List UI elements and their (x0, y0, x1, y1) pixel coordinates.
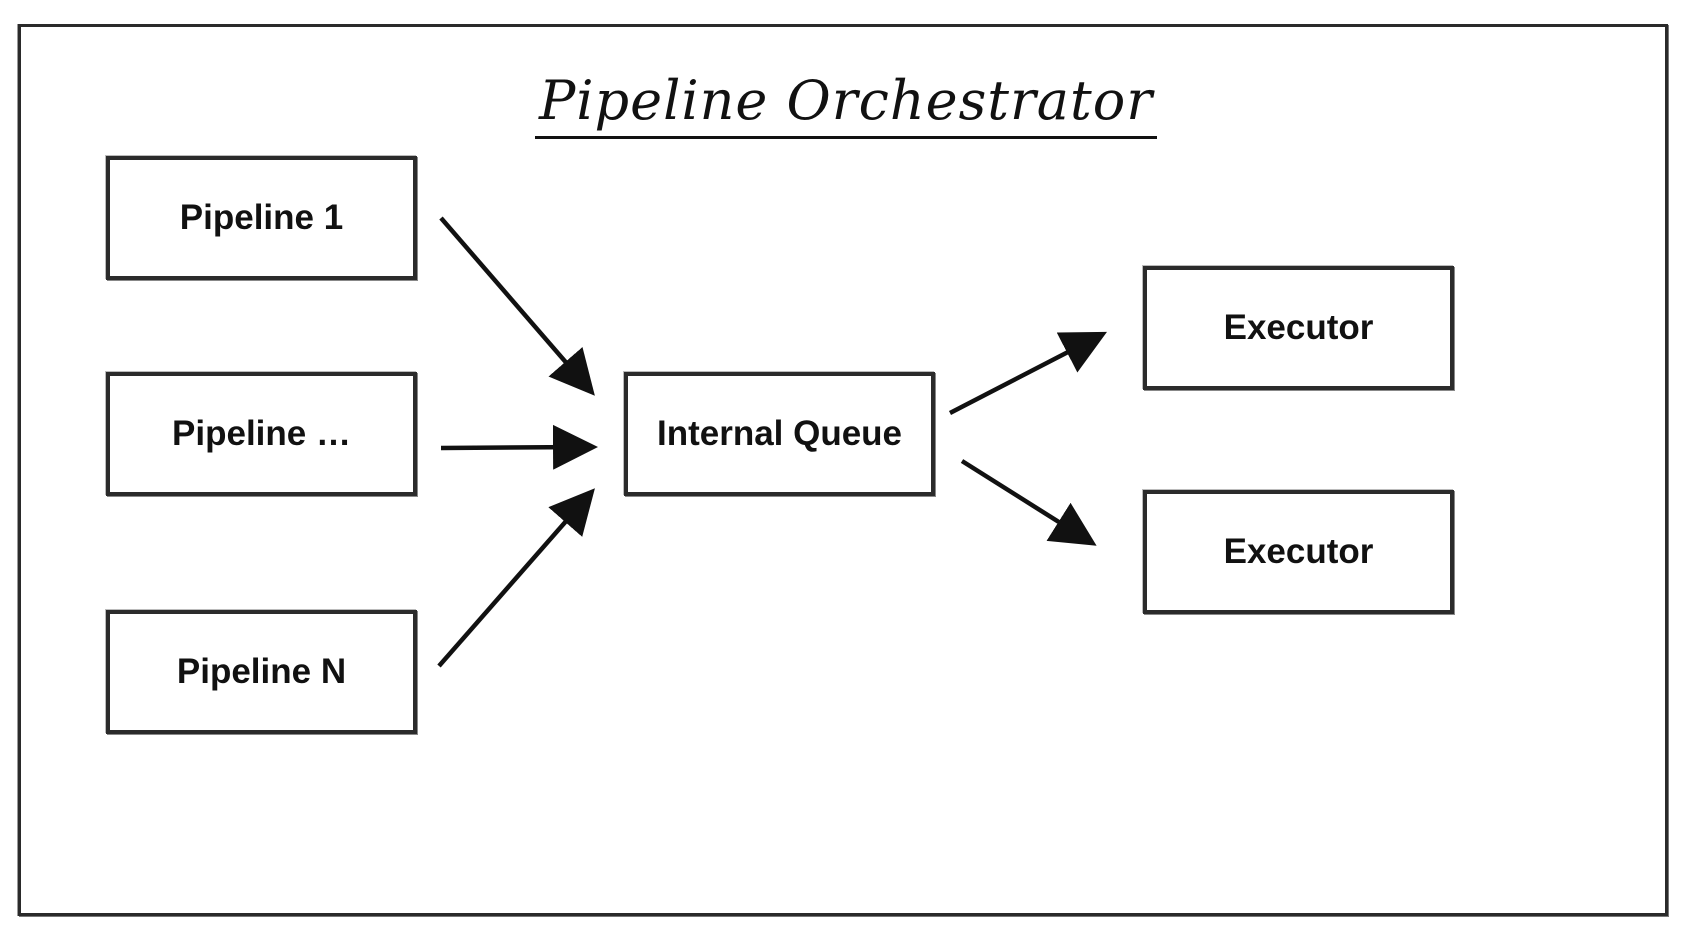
diagram-title: Pipeline Orchestrator (21, 69, 1671, 139)
diagram-title-text: Pipeline Orchestrator (534, 69, 1158, 139)
pipeline-1-label: Pipeline 1 (179, 198, 344, 237)
pipeline-n-label: Pipeline N (176, 652, 347, 691)
internal-queue-node: Internal Queue (624, 372, 935, 496)
executor-1-label: Executor (1223, 308, 1374, 347)
internal-queue-label: Internal Queue (656, 414, 903, 453)
pipeline-mid-node: Pipeline … (106, 372, 417, 496)
pipeline-n-node: Pipeline N (106, 610, 417, 734)
executor-1-node: Executor (1143, 266, 1454, 390)
diagram-frame: Pipeline Orchestrator (18, 24, 1668, 916)
pipeline-mid-label: Pipeline … (172, 414, 351, 453)
executor-2-label: Executor (1223, 532, 1374, 571)
pipeline-1-node: Pipeline 1 (106, 156, 417, 280)
executor-2-node: Executor (1143, 490, 1454, 614)
